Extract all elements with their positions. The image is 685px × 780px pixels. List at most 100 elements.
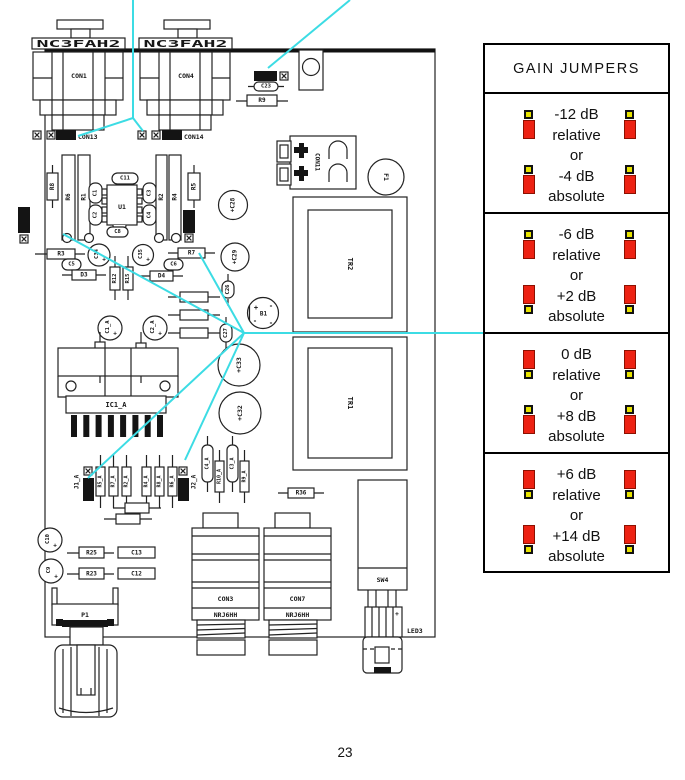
or-word: or: [569, 387, 584, 404]
label-r8: R8: [49, 183, 56, 191]
jumper-glyph: [522, 350, 535, 379]
jumper-bar: [623, 350, 636, 369]
jumper-pad: [524, 110, 533, 119]
abs-value: +14 dB: [552, 527, 601, 545]
jumper-bar: [623, 470, 636, 489]
page-number: 23: [337, 745, 353, 760]
jumper-bar: [522, 120, 535, 139]
label-r10a: R10_A: [217, 469, 223, 484]
capacitor-c32: +C32: [218, 391, 262, 435]
jumper-right: [183, 210, 195, 243]
label-r12: R12: [112, 274, 118, 284]
jumper-bar: [522, 415, 535, 434]
label-c6: C6: [170, 262, 177, 268]
label-c2a: C2_A: [150, 320, 156, 334]
label-c13: C13: [131, 550, 142, 557]
switch-sw4: SW4: [357, 479, 408, 591]
legend-row-text: +6 dB relative or +14 dB absolute: [485, 454, 668, 568]
jumper-glyph: [623, 525, 636, 554]
jumper-left: [18, 207, 30, 244]
label-c11: C11: [120, 176, 131, 182]
label-c4: C4: [147, 211, 153, 218]
label-c8: C8: [114, 229, 121, 235]
component-b1: + - B1 - -: [246, 296, 280, 330]
jumper-glyph: [623, 110, 636, 139]
led3-connector: + LED3: [362, 590, 423, 674]
jumper-bar: [522, 175, 535, 194]
label-r6: R6: [65, 193, 72, 201]
label-r9: R9: [258, 97, 266, 104]
mounting-hole: [298, 49, 324, 91]
potentiometer-p1: P1: [51, 587, 119, 718]
label-con11: CON11: [314, 153, 321, 171]
label-r9a: R9_A: [242, 470, 248, 482]
rel-value: -6 dB: [558, 226, 595, 243]
legend-row-minus6: -6 dB relative or +2 dB absolute: [485, 214, 668, 334]
label-con3-type: NRJ6HH: [214, 611, 238, 619]
jumper-bar: [623, 285, 636, 304]
label-r36: R36: [296, 490, 307, 497]
legend-title: GAIN JUMPERS: [485, 45, 668, 94]
label-tr1: TR1: [346, 397, 354, 410]
abs-word: absolute: [548, 548, 605, 565]
label-c9: C9: [46, 567, 52, 574]
jumper-glyph: [623, 405, 636, 434]
label-c34-plus: +: [102, 257, 106, 264]
or-word: or: [569, 147, 584, 164]
label-j2a: J2_A: [191, 474, 198, 489]
jumper-bar: [623, 525, 636, 544]
or-word: or: [569, 267, 584, 284]
label-r6a: R6_A: [170, 475, 176, 487]
jumper-bar: [623, 415, 636, 434]
jumper-pad: [625, 305, 634, 314]
jumper-glyph: [522, 165, 535, 194]
jumper-bar: [623, 175, 636, 194]
label-j1a: J1_A: [74, 474, 81, 489]
label-sw4: SW4: [377, 576, 389, 584]
xlr-connector-con1: NC3FAH2 CON1: [31, 19, 126, 131]
label-r5: R5: [191, 183, 198, 191]
jumper-pad: [625, 230, 634, 239]
abs-word: absolute: [548, 188, 605, 205]
legend-row-text: -12 dB relative or -4 dB absolute: [485, 94, 668, 208]
jumper-glyph: [522, 405, 535, 434]
label-d3: D3: [80, 272, 88, 279]
rel-word: relative: [552, 486, 601, 504]
jumper-pad: [625, 370, 634, 379]
terminal-block-con11: CON11: [276, 135, 357, 190]
label-c29: +C29: [232, 249, 239, 264]
abs-value: +8 dB: [556, 407, 597, 425]
legend-row-plus6: +6 dB relative or +14 dB absolute: [485, 454, 668, 571]
output-filter-group: C4_A R10_A C3_A R9_A: [201, 436, 250, 503]
label-r2a: R2_A: [124, 475, 130, 487]
preamp-section: R8 R6 R1 C1 C2 C11 U1 C8 C3 C4 R2 R4 R: [46, 154, 201, 244]
jumper-top-right: C23 R9: [236, 71, 289, 107]
jumper-bar: [522, 470, 535, 489]
label-con3: CON3: [218, 595, 234, 603]
label-b1-minus3: -: [269, 319, 273, 327]
label-r1: R1: [81, 193, 88, 201]
jumper-pad: [524, 370, 533, 379]
label-b1: B1: [260, 311, 268, 318]
jack-con3: CON3 NRJ6HH: [191, 512, 260, 656]
label-c2: C2: [93, 212, 99, 219]
rel-value: -12 dB: [554, 106, 599, 123]
knob: [54, 644, 118, 718]
label-con1: CON1: [71, 72, 87, 80]
rel-word: relative: [552, 126, 601, 144]
label-c1: C1: [93, 189, 99, 196]
rel-word: relative: [552, 366, 601, 384]
jumper-glyph: [522, 230, 535, 259]
label-c1a: C1_A: [105, 320, 111, 334]
label-con14: CON14: [184, 133, 204, 141]
label-r8a: R8_A: [157, 475, 163, 487]
abs-word: absolute: [548, 428, 605, 445]
bottom-left-passives: C10 + R25 C13 C9 + R23 C12: [37, 527, 156, 584]
label-c3: C3: [147, 190, 153, 197]
label-con7-type: NRJ6HH: [286, 611, 310, 619]
jumper-group-j2a: R4_A R8_A R6_A J2_A: [141, 455, 198, 508]
fuse-f1: F1: [367, 158, 405, 196]
jumper-pad: [524, 305, 533, 314]
jumper-pad: [625, 165, 634, 174]
